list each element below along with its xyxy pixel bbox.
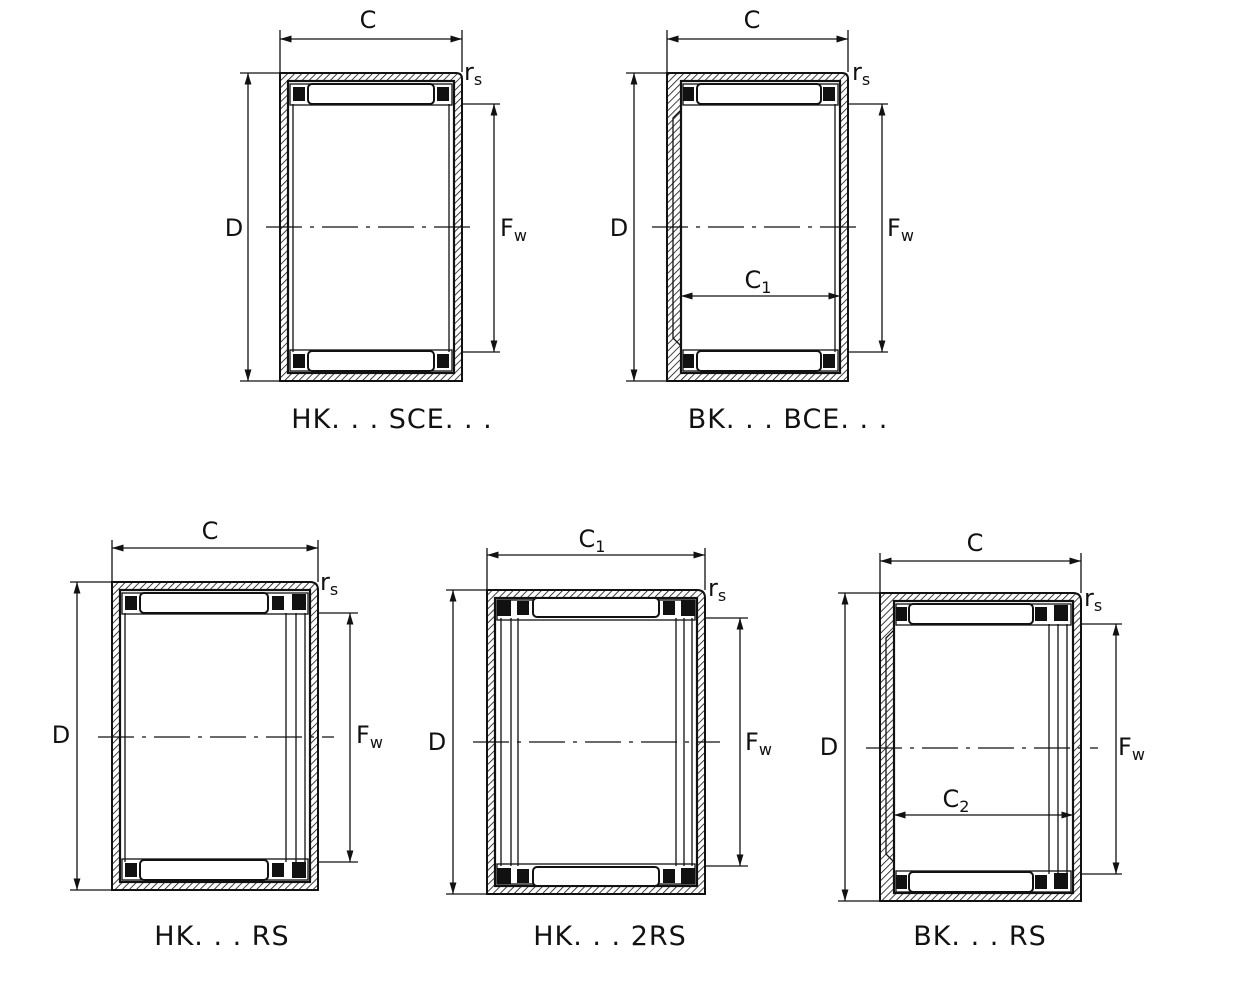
dimension-fw-label: Fw xyxy=(745,728,772,759)
corner-radius-label: rs xyxy=(708,574,726,605)
caption-bk-rs: BK. . . RS xyxy=(913,921,1047,952)
corner-radius-label: rs xyxy=(464,58,482,89)
figure-hk-2rs: C1 rs D Fw HK. . . 2RS xyxy=(428,525,772,952)
corner-radius-label: rs xyxy=(852,58,870,89)
dimension-fw-label: Fw xyxy=(500,214,527,245)
dimension-d-label: D xyxy=(225,214,243,242)
dimension-c-label: C xyxy=(360,6,377,34)
corner-radius-label: rs xyxy=(1084,584,1102,615)
figure-hk-rs: C rs D Fw HK. . . RS xyxy=(52,517,383,952)
dimension-d-label: D xyxy=(610,214,628,242)
dimension-c-label: C xyxy=(202,517,219,545)
dimension-d-label: D xyxy=(428,728,446,756)
corner-radius-label: rs xyxy=(320,568,338,599)
figure-bk-bce: C rs D Fw C1 BK. . . BCE. . . xyxy=(610,6,914,435)
dimension-d-label: D xyxy=(820,733,838,761)
figure-bk-rs: C rs D Fw C2 BK. . . RS xyxy=(820,529,1145,952)
dimension-c-label: C xyxy=(744,6,761,34)
caption-bk-bce: BK. . . BCE. . . xyxy=(688,404,889,435)
dimension-c-label: C xyxy=(967,529,984,557)
dimension-fw-label: Fw xyxy=(1118,733,1145,764)
dimension-c1-label: C1 xyxy=(745,266,772,297)
figure-hk-sce: C rs D Fw HK. . . SCE. . . xyxy=(225,6,527,435)
dimension-c2-label: C2 xyxy=(943,785,970,816)
caption-hk-sce: HK. . . SCE. . . xyxy=(291,404,492,435)
caption-hk-2rs: HK. . . 2RS xyxy=(533,921,687,952)
dimension-c1-label: C1 xyxy=(579,525,606,556)
dimension-d-label: D xyxy=(52,721,70,749)
dimension-fw-label: Fw xyxy=(887,214,914,245)
caption-hk-rs: HK. . . RS xyxy=(154,921,289,952)
dimension-fw-label: Fw xyxy=(356,721,383,752)
